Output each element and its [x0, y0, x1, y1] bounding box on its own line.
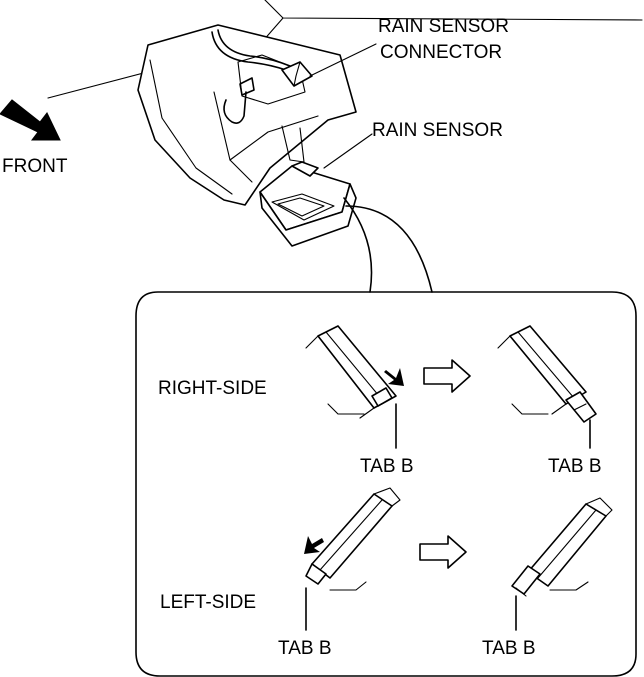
- front-label: FRONT: [2, 156, 68, 177]
- left-side-label: LEFT-SIDE: [160, 592, 256, 613]
- rain-sensor-connector-label-line2: CONNECTOR: [380, 42, 502, 63]
- left-side-transition-arrow-icon: [419, 535, 467, 569]
- right-side-sensor-before: [305, 325, 404, 449]
- rain-sensor-connector-label: RAIN SENSOR: [378, 16, 509, 37]
- slide-arrow-icon: [384, 368, 404, 386]
- callout-tail: [343, 197, 433, 293]
- rain-sensor-body: [259, 161, 357, 247]
- right-side-label: RIGHT-SIDE: [158, 378, 267, 399]
- slide-arrow-icon: [304, 536, 324, 554]
- tab-b-label-right-after: TAB B: [548, 456, 602, 477]
- left-side-sensor-after: [511, 497, 613, 631]
- tab-b-label-right-before: TAB B: [360, 456, 414, 477]
- rain-sensor-connector: [211, 29, 313, 87]
- tab-b-label-left-before: TAB B: [278, 638, 332, 659]
- tab-b-label-left-after: TAB B: [482, 638, 536, 659]
- left-side-sensor-before: [304, 487, 401, 631]
- rain-sensor-label: RAIN SENSOR: [372, 120, 503, 141]
- leader-lines: [309, 43, 377, 169]
- right-side-sensor-after: [497, 325, 597, 449]
- detail-callout-box: [135, 291, 637, 677]
- right-side-transition-arrow-icon: [423, 359, 471, 393]
- front-arrow-icon: [0, 99, 61, 141]
